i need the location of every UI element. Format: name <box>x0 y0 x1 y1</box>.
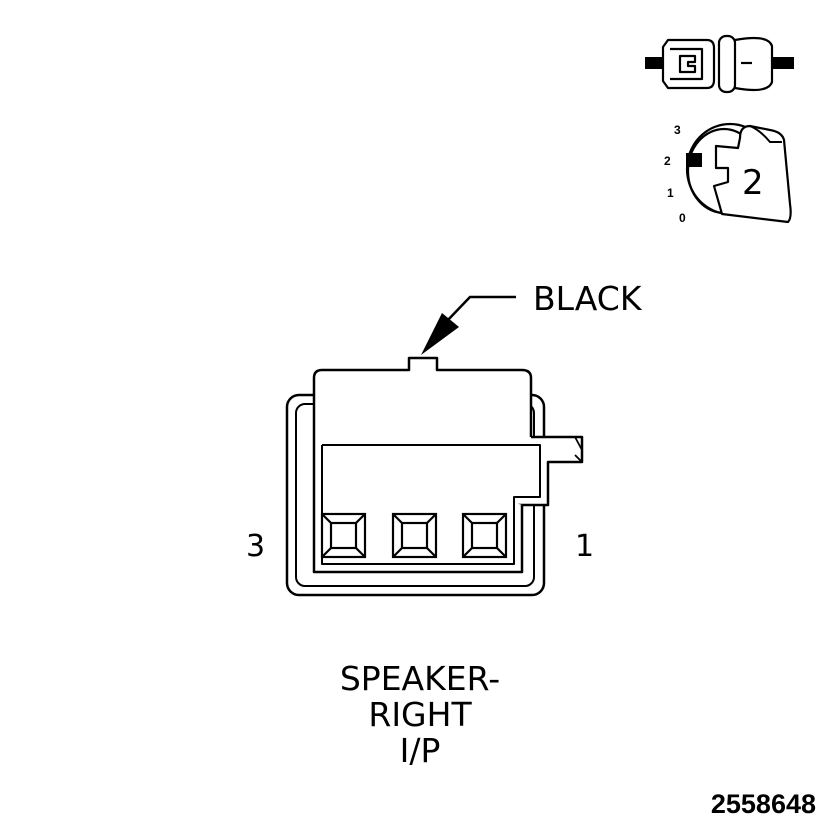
figure-id: 2558648 <box>711 789 816 819</box>
pin-cavity-3 <box>320 512 367 559</box>
connector-name-line-1: SPEAKER- <box>340 659 500 698</box>
connector-name-line-2: RIGHT <box>368 695 472 734</box>
key-scale-2: 2 <box>664 154 671 168</box>
pin-cavity-1 <box>461 512 508 559</box>
color-callout-label: BLACK <box>533 279 643 318</box>
key-number: 2 <box>742 163 764 203</box>
key-scale-0: 0 <box>679 211 686 225</box>
pin-label-left: 3 <box>246 529 265 564</box>
connector-name-line-3: I/P <box>400 731 441 770</box>
key-scale-1: 1 <box>667 186 674 200</box>
pin-cavity-2 <box>391 512 438 559</box>
terminal-position-key-icon: 3 2 1 0 2 <box>664 122 792 225</box>
connector-mating-icon <box>645 34 794 94</box>
connector-body <box>285 356 584 597</box>
callout-arrow-icon <box>421 295 516 355</box>
key-scale-3: 3 <box>674 123 681 137</box>
pin-label-right: 1 <box>575 529 594 564</box>
